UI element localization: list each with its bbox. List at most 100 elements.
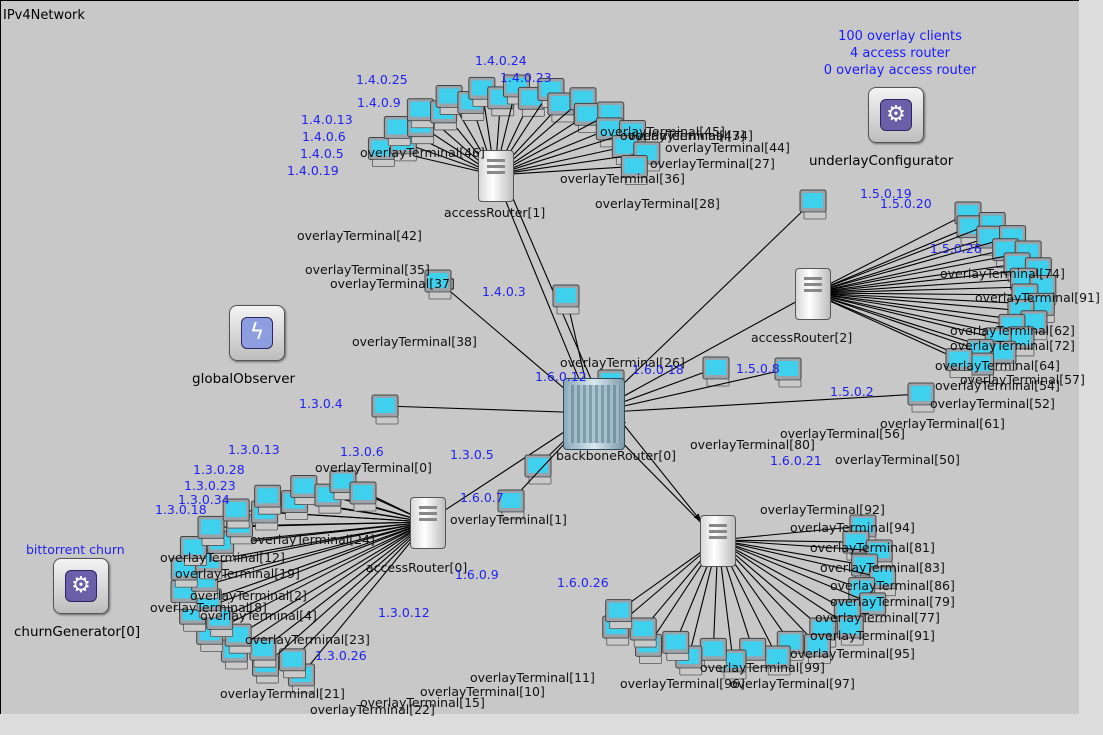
terminal-label: overlayTerminal[28] bbox=[595, 196, 720, 211]
overlay-terminal[interactable] bbox=[197, 515, 225, 546]
backbone-router-0[interactable] bbox=[563, 378, 625, 450]
global-observer-label: globalObserver bbox=[192, 371, 296, 387]
access-router-1[interactable] bbox=[478, 150, 514, 202]
terminal-label: overlayTerminal[4] bbox=[200, 608, 317, 623]
terminal-label: overlayTerminal[54] bbox=[935, 378, 1060, 393]
terminal-label: overlayTerminal[26] bbox=[560, 355, 685, 370]
overlay-terminal[interactable] bbox=[371, 394, 399, 425]
ip-address-label: 1.3.0.6 bbox=[340, 444, 384, 459]
ip-address-label: 1.3.0.4 bbox=[299, 396, 343, 411]
overlay-terminal[interactable] bbox=[290, 475, 318, 505]
overlay-terminal[interactable] bbox=[662, 630, 690, 661]
terminal-label: overlayTerminal[80] bbox=[690, 437, 815, 452]
overlay-terminal[interactable] bbox=[799, 189, 827, 220]
terminal-label: overlayTerminal[24] bbox=[250, 532, 375, 547]
terminal-label: overlayTerminal[19] bbox=[175, 566, 300, 581]
overlay-terminal[interactable] bbox=[383, 115, 411, 146]
terminal-label: overlayTerminal[99] bbox=[700, 660, 825, 675]
overlay-terminal[interactable] bbox=[836, 615, 864, 646]
underlay-configurator-module[interactable]: ⚙ bbox=[868, 87, 924, 143]
overlay-terminal[interactable] bbox=[179, 535, 207, 566]
lightning-icon: ϟ bbox=[241, 317, 273, 349]
overlay-terminal[interactable] bbox=[763, 645, 791, 676]
terminal-label: overlayTerminal[86] bbox=[830, 578, 955, 593]
ip-address-label: 1.4.0.3 bbox=[482, 284, 526, 299]
terminal-label: overlayTerminal[22] bbox=[310, 702, 435, 717]
terminal-label: overlayTerminal[91] bbox=[810, 628, 935, 643]
overlay-terminal[interactable] bbox=[859, 592, 887, 623]
overlay-terminal[interactable] bbox=[349, 481, 377, 512]
terminal-label: overlayTerminal[1] bbox=[450, 512, 567, 527]
terminal-label: overlayTerminal[38] bbox=[352, 334, 477, 349]
terminal-label: overlayTerminal[77] bbox=[815, 610, 940, 625]
ip-address-label: 1.6.0.21 bbox=[770, 453, 822, 468]
overlay-terminal[interactable] bbox=[803, 633, 831, 664]
overlay-terminal[interactable] bbox=[629, 617, 657, 648]
overlay-terminal[interactable] bbox=[605, 599, 633, 629]
overlay-terminal[interactable] bbox=[222, 498, 250, 529]
overlay-terminal[interactable] bbox=[702, 356, 730, 387]
ip-address-label: 1.5.0.2 bbox=[830, 384, 874, 399]
access-router-3[interactable] bbox=[700, 515, 736, 567]
overlay-terminal[interactable] bbox=[279, 648, 307, 679]
overlay-terminal[interactable] bbox=[989, 340, 1017, 371]
overlay-terminal[interactable] bbox=[424, 269, 452, 300]
info-access-routers: 4 access router bbox=[849, 46, 951, 61]
overlay-terminal[interactable] bbox=[620, 154, 648, 185]
ip-address-label: 1.4.0.5 bbox=[300, 146, 344, 161]
access-router-2[interactable] bbox=[795, 268, 831, 320]
global-observer-module[interactable]: ϟ bbox=[229, 305, 285, 361]
ip-address-label: 1.4.0.9 bbox=[357, 95, 401, 110]
terminal-label: overlayTerminal[21] bbox=[220, 686, 345, 701]
overlay-terminal[interactable] bbox=[254, 484, 282, 515]
terminal-label: overlayTerminal[64] bbox=[935, 358, 1060, 373]
link-terminal bbox=[811, 235, 1014, 295]
terminal-label: overlayTerminal[50] bbox=[835, 452, 960, 467]
terminal-label: overlayTerminal[83] bbox=[820, 560, 945, 575]
overlay-terminal[interactable] bbox=[524, 454, 552, 485]
access-router-0[interactable] bbox=[410, 497, 446, 549]
ip-address-label: 1.5.0.20 bbox=[880, 196, 932, 211]
terminal-label: overlayTerminal[81] bbox=[810, 540, 935, 555]
overlay-terminal[interactable] bbox=[945, 348, 973, 378]
ip-address-label: 1.3.0.26 bbox=[315, 648, 367, 663]
canvas-margin-bottom bbox=[0, 714, 1103, 735]
overlay-terminal[interactable] bbox=[497, 489, 525, 520]
ip-address-label: 1.6.0.9 bbox=[455, 567, 499, 582]
terminal-label: overlayTerminal[95] bbox=[790, 646, 915, 661]
ip-address-label: 1.3.0.23 bbox=[184, 478, 236, 493]
ip-address-label: 1.4.0.19 bbox=[287, 163, 339, 178]
terminal-label: overlayTerminal[23] bbox=[245, 632, 370, 647]
overlay-terminal[interactable] bbox=[552, 284, 580, 315]
terminal-label: overlayTerminal[12] bbox=[160, 550, 285, 565]
terminal-label: overlayTerminal[34] bbox=[628, 128, 753, 143]
network-title: IPv4Network bbox=[3, 8, 85, 23]
terminal-label: overlayTerminal[45] bbox=[600, 124, 725, 139]
link-terminal bbox=[592, 200, 814, 414]
ip-address-label: 1.3.0.34 bbox=[178, 492, 230, 507]
terminal-label: overlayTerminal[10] bbox=[420, 684, 545, 699]
terminal-label: overlayTerminal[97] bbox=[730, 676, 855, 691]
ip-address-label: 1.6.0.18 bbox=[632, 362, 684, 377]
overlay-terminal[interactable] bbox=[869, 566, 897, 597]
terminal-label: overlayTerminal[47] bbox=[620, 128, 745, 143]
terminal-label: overlayTerminal[27] bbox=[650, 156, 775, 171]
terminal-label: overlayTerminal[94] bbox=[790, 520, 915, 535]
ip-address-label: 1.6.0.26 bbox=[557, 575, 609, 590]
terminal-label: overlayTerminal[79] bbox=[830, 594, 955, 609]
terminal-label: overlayTerminal[11] bbox=[470, 670, 595, 685]
ip-address-label: 1.3.0.12 bbox=[378, 605, 430, 620]
underlay-configurator-label: underlayConfigurator bbox=[809, 153, 954, 169]
terminal-label: overlayTerminal[74] bbox=[940, 266, 1065, 281]
gear-icon: ⚙ bbox=[65, 570, 97, 602]
churn-generator-label: churnGenerator[0] bbox=[14, 624, 141, 640]
ip-address-label: 1.3.0.28 bbox=[193, 462, 245, 477]
network-info: 100 overlay clients 4 access router 0 ov… bbox=[770, 28, 1030, 79]
ip-address-label: 1.4.0.25 bbox=[356, 72, 408, 87]
ip-address-label: 1.4.0.13 bbox=[301, 112, 353, 127]
overlay-terminal[interactable] bbox=[907, 382, 935, 413]
churn-generator-module[interactable]: ⚙ bbox=[53, 558, 109, 614]
overlay-terminal[interactable] bbox=[406, 98, 434, 129]
ip-address-label: 1.6.0.7 bbox=[460, 490, 504, 505]
